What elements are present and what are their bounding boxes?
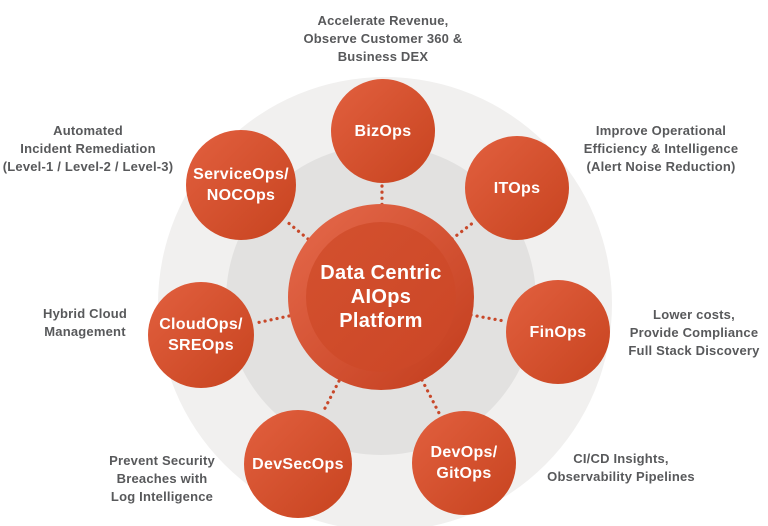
annotation-cloudops: Hybrid Cloud Management: [42, 306, 128, 339]
node-bizops: BizOps: [331, 79, 435, 183]
node-itops: ITOps: [465, 136, 569, 240]
connector-devsecops: [321, 379, 341, 414]
node-cloudops-sreops: CloudOps/ SREOps: [148, 282, 254, 388]
connector-cloudops: [254, 314, 291, 325]
node-serviceops-nocops-label: ServiceOps/ NOCOps: [193, 166, 289, 204]
annotation-bizops: Accelerate Revenue, Observe Customer 360…: [303, 13, 463, 64]
connector-devops: [420, 378, 441, 415]
node-itops-label: ITOps: [493, 179, 541, 197]
annotation-itops: Improve Operational Efficiency & Intelli…: [583, 123, 739, 174]
node-finops: FinOps: [506, 280, 610, 384]
node-bizops-label: BizOps: [354, 122, 412, 140]
connector-serviceops: [284, 219, 310, 241]
center-node-inner: Data Centric AIOps Platform: [306, 222, 456, 372]
node-devops-gitops-label: DevOps/ GitOps: [430, 444, 498, 482]
annotation-serviceops: Automated Incident Remediation (Level-1 …: [2, 123, 174, 174]
center-node-label: Data Centric AIOps Platform: [320, 262, 442, 332]
node-devsecops: DevSecOps: [244, 410, 352, 518]
node-devsecops-label: DevSecOps: [252, 455, 344, 473]
node-finops-label: FinOps: [529, 323, 587, 341]
node-serviceops-nocops: ServiceOps/ NOCOps: [186, 130, 296, 240]
node-cloudops-sreops-label: CloudOps/ SREOps: [159, 316, 243, 354]
node-devops-gitops: DevOps/ GitOps: [412, 411, 516, 515]
annotation-finops: Lower costs, Provide Compliance Full Sta…: [628, 307, 760, 358]
connector-itops: [450, 220, 476, 241]
connector-finops: [469, 313, 506, 323]
center-node: Data Centric AIOps Platform: [288, 204, 474, 390]
annotation-devops: CI/CD Insights, Observability Pipelines: [547, 451, 695, 484]
annotation-devsecops: Prevent Security Breaches with Log Intel…: [109, 453, 215, 504]
